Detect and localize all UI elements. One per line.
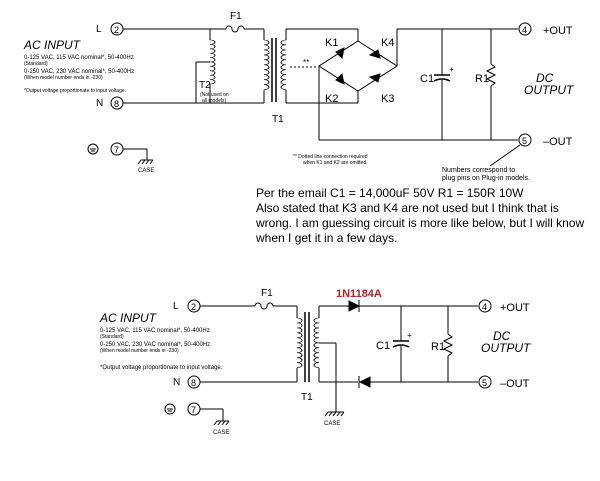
- bottom-C1-label: C1: [376, 340, 390, 352]
- top-K2-label: K2: [325, 93, 338, 105]
- top-ac-line2: 0-250 VAC, 230 VAC nominal*, 50-400Hz: [24, 69, 134, 75]
- top-dotted-note2: when K1 and K2 are omitted.: [303, 160, 368, 166]
- top-pin2-label: 2: [114, 25, 119, 35]
- bottom-pin2-label: 2: [191, 302, 196, 312]
- top-R1-label: R1: [475, 73, 489, 85]
- bottom-N-label: N: [173, 377, 180, 388]
- top-T1-primary: [263, 39, 270, 91]
- top-dc-output2: OUTPUT: [524, 83, 575, 97]
- top-dc-output1: DC: [536, 71, 554, 85]
- top-pin8-label: 8: [114, 99, 119, 109]
- top-schematic: AC INPUT 0-125 VAC, 115 VAC nominal*, 50…: [23, 11, 575, 182]
- top-N-label: N: [96, 98, 103, 109]
- top-numbers-note1: Numbers correspond to: [442, 167, 515, 174]
- bottom-ac-line2b: (When model number ends in -230): [100, 348, 179, 354]
- top-C1-label: C1: [420, 73, 434, 85]
- bottom-L-label: L: [173, 301, 179, 312]
- bottom-pin8-label: 8: [191, 378, 196, 388]
- bottom-ac-line2: 0-250 VAC, 230 VAC nominal*, 50-400Hz: [100, 342, 210, 348]
- top-F1-label: F1: [230, 11, 242, 22]
- bottom-case2-label: CASE: [324, 421, 340, 427]
- bottom-pin4-label: 4: [482, 302, 487, 312]
- top-K4-label: K4: [381, 37, 394, 49]
- top-pin5-label: 5: [522, 136, 527, 146]
- bottom-F1-label: F1: [261, 288, 273, 299]
- bottom-R1-label: R1: [431, 341, 445, 353]
- top-bridge-outline: [318, 40, 398, 92]
- top-numbers-note2: plug pins on Plug-in models.: [442, 175, 530, 182]
- top-minus-out: –OUT: [543, 136, 573, 148]
- bottom-dc-output2: OUTPUT: [481, 341, 532, 355]
- bottom-ground-symbol: [164, 403, 176, 415]
- bottom-ac-input-title: AC INPUT: [99, 311, 158, 325]
- top-pin4-circle: [518, 22, 532, 36]
- top-diode-K2: [335, 72, 345, 85]
- top-ac-input-title: AC INPUT: [23, 38, 82, 52]
- email-note-line2: Also stated that K3 and K4 are not used …: [256, 201, 585, 245]
- bottom-diode-label: 1N1184A: [336, 288, 382, 300]
- top-pin4-label: 4: [522, 25, 527, 35]
- bottom-ac-line1b: (Standard): [100, 334, 124, 340]
- bottom-case1-label: CASE: [213, 430, 229, 436]
- bottom-T1-label: T1: [301, 392, 313, 403]
- top-case-label: CASE: [138, 168, 154, 174]
- bottom-diode-bottom: [358, 376, 371, 388]
- email-note-line1: Per the email C1 = 14,000uF 50V R1 = 150…: [256, 186, 524, 200]
- bottom-diode-top: [348, 300, 361, 312]
- bottom-pin5-label: 5: [482, 378, 487, 388]
- top-diode-K4: [368, 49, 381, 59]
- bottom-schematic: AC INPUT 0-125 VAC, 115 VAC nominal*, 50…: [99, 288, 532, 436]
- bottom-pin7-label: 7: [191, 405, 196, 415]
- bottom-ac-footnote: *Output voltage proportionate to input v…: [100, 365, 223, 371]
- bottom-T1-secondary: [313, 317, 320, 369]
- top-pin5-circle: [518, 133, 532, 147]
- top-L-label: L: [96, 24, 102, 35]
- bottom-plus-out: +OUT: [500, 302, 530, 314]
- bottom-fuse-F1: [254, 302, 274, 310]
- top-dotted-note1: ** Dotted line connection required: [293, 154, 368, 160]
- top-pin7-label: 7: [114, 145, 119, 155]
- top-C1-plus: +: [449, 65, 454, 74]
- top-K1-label: K1: [325, 37, 338, 49]
- bottom-T1-primary: [296, 317, 303, 369]
- top-ac-footnote: *Output voltage proportionate to input v…: [24, 88, 126, 94]
- email-note: Per the email C1 = 14,000uF 50V R1 = 150…: [256, 186, 596, 246]
- bottom-dc-output1: DC: [493, 329, 511, 343]
- bottom-pin5-circle: [478, 375, 492, 389]
- top-K3-label: K3: [381, 93, 394, 105]
- top-T2-note1: (Not used on: [200, 92, 229, 98]
- top-T1-secondary: [280, 39, 287, 91]
- top-T1-label: T1: [272, 114, 284, 125]
- top-ground-symbol: [87, 143, 99, 155]
- bottom-ac-line1: 0-125 VAC, 115 VAC nominal*, 50-400Hz: [100, 328, 210, 334]
- top-ac-line1b: (Standard): [24, 61, 48, 67]
- bottom-pin4-circle: [478, 299, 492, 313]
- top-diode-K3: [368, 73, 381, 83]
- top-ac-line1: 0-125 VAC, 115 VAC nominal*, 50-400Hz: [24, 55, 134, 61]
- bottom-C1-plus: +: [407, 331, 412, 340]
- bottom-R1-resistor: [442, 333, 454, 357]
- top-R1-resistor: [485, 63, 497, 87]
- top-T2-note2: all models): [202, 98, 227, 104]
- bottom-minus-out: –OUT: [500, 378, 530, 390]
- top-plus-out: +OUT: [543, 25, 573, 37]
- top-ac-line2b: (When model number ends in -230): [24, 75, 103, 81]
- top-dotted-marker: **: [303, 58, 309, 67]
- top-fuse-F1: [225, 25, 245, 33]
- top-T2-label: T2: [199, 80, 211, 91]
- top-diode-K1: [335, 47, 345, 60]
